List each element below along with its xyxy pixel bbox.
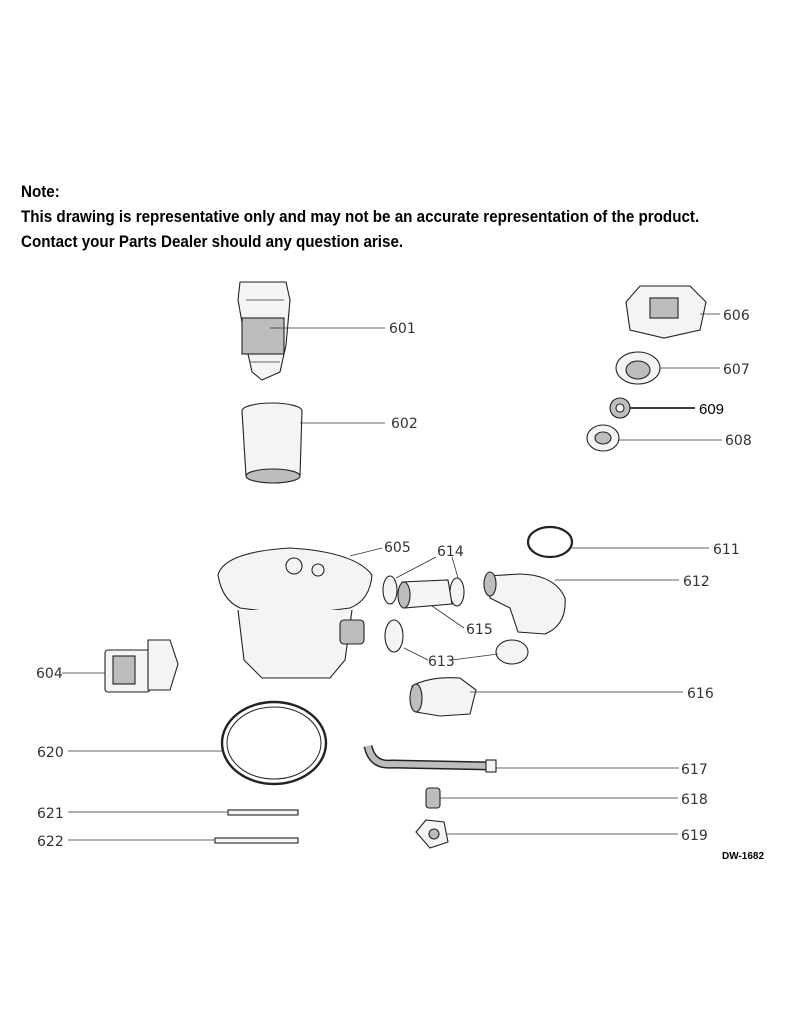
part-605-sump xyxy=(217,547,383,679)
label-611: 611 xyxy=(713,542,740,558)
label-617: 617 xyxy=(681,762,708,778)
label-622: 622 xyxy=(37,834,64,850)
note-title: Note: xyxy=(21,183,60,201)
label-619: 619 xyxy=(681,828,708,844)
label-606: 606 xyxy=(723,308,750,324)
part-602-screen xyxy=(241,402,385,484)
part-616-elbow xyxy=(409,677,683,717)
label-613: 613 xyxy=(428,654,455,670)
label-620: 620 xyxy=(37,745,64,761)
note-line-1: This drawing is representative only and … xyxy=(21,208,700,226)
part-619-fitting xyxy=(415,819,678,849)
part-615-coupling xyxy=(397,579,465,629)
part-621-rod xyxy=(68,809,299,816)
label-612: 612 xyxy=(683,574,710,590)
label-616: 616 xyxy=(687,686,714,702)
part-611-gasket xyxy=(526,525,709,559)
part-613-clamps xyxy=(384,619,529,665)
part-601-filter xyxy=(237,281,385,381)
label-615: 615 xyxy=(466,622,493,638)
label-618: 618 xyxy=(681,792,708,808)
label-608: 608 xyxy=(725,433,752,449)
note-block: Note: This drawing is representative onl… xyxy=(21,180,781,255)
part-620-gasket xyxy=(68,700,328,786)
part-609-seal xyxy=(609,397,695,419)
part-618-valve xyxy=(425,787,678,809)
part-604-drain-pump xyxy=(62,639,179,693)
part-622-rod xyxy=(68,837,299,844)
label-602: 602 xyxy=(391,416,418,432)
label-604: 604 xyxy=(36,666,63,682)
part-617-hose xyxy=(363,744,679,773)
part-614-clamps xyxy=(382,556,465,607)
part-612-housing xyxy=(483,571,679,635)
note-line-2: Contact your Parts Dealer should any que… xyxy=(21,233,404,251)
label-614: 614 xyxy=(437,544,464,560)
label-609: 609 xyxy=(699,401,724,418)
label-601: 601 xyxy=(389,321,416,337)
label-621: 621 xyxy=(37,806,64,822)
part-608-cap xyxy=(586,424,722,452)
drawing-code: DW-1682 xyxy=(722,851,764,862)
label-607: 607 xyxy=(723,362,750,378)
label-605: 605 xyxy=(384,540,411,556)
part-606-pump xyxy=(625,285,720,339)
part-607-ring xyxy=(615,351,720,385)
